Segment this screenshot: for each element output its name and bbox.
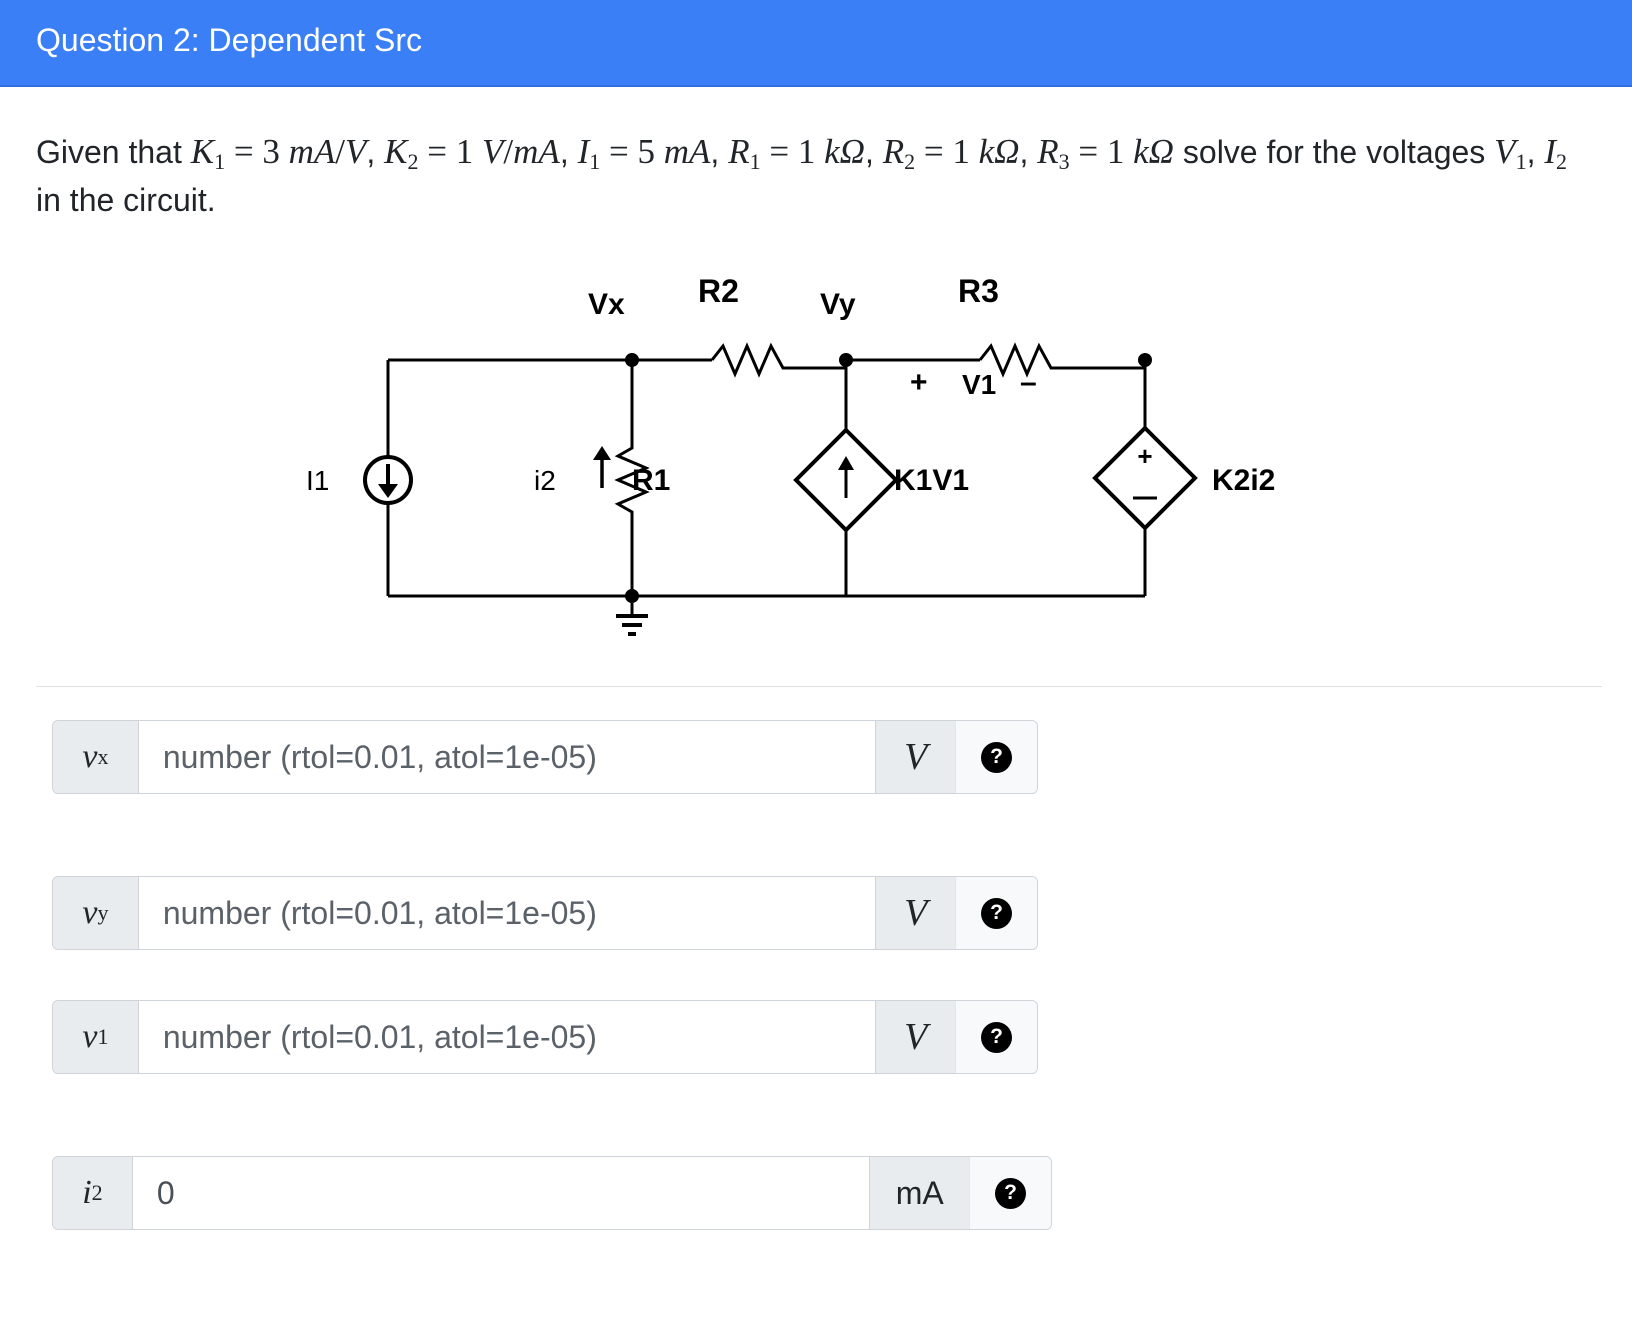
help-icon[interactable]: ? [981,1021,1013,1053]
answer-input-v1[interactable] [138,1001,876,1073]
prompt-text-voltages: the voltages [1312,134,1486,170]
prompt-text-circuit: in the circuit. [36,182,216,218]
answer-help-v1: ? [955,1001,1037,1073]
eq-v1: V1 [1494,132,1527,174]
label-r1: R1 [632,464,670,497]
answer-row-vx: vx V ? [52,720,1038,794]
dependent-current-source-icon [793,427,899,533]
circuit-wires [386,342,1147,616]
label-v1: V1 [962,369,996,400]
label-k1v1: K1V1 [894,464,969,497]
node-right-dot [1138,353,1152,367]
eq-k1: K1 = 3 mA/V [190,132,367,174]
current-arrow-icon [593,446,611,488]
label-r3: R3 [958,273,999,309]
eq-i1: I1 = 5 mA [577,132,711,174]
help-icon[interactable]: ? [995,1177,1027,1209]
answer-unit-i2: mA [869,1157,970,1229]
answer-row-v1: v1 V ? [52,1000,1038,1074]
answer-input-vx[interactable] [138,721,876,793]
label-vy: Vy [820,288,856,321]
label-i2: i2 [534,465,556,496]
answer-help-vy: ? [955,877,1037,949]
dep-src-plus: + [1137,441,1152,471]
label-v1-plus: + [910,366,928,399]
eq-r1: R1 = 1 kΩ [728,132,865,174]
section-divider [36,686,1602,687]
question-header: Question 2: Dependent Src [0,0,1632,87]
dependent-voltage-source-icon: + [1092,425,1198,531]
help-icon[interactable]: ? [981,741,1013,773]
label-k2i2: K2i2 [1212,464,1275,497]
prompt-text-solve: solve for [1182,134,1304,170]
label-v1-minus: – [1020,366,1037,399]
ground-icon [616,614,648,636]
eq-k2: K2 = 1 V/mA [384,132,560,174]
answer-help-vx: ? [955,721,1037,793]
current-source-icon [363,455,413,505]
label-r2: R2 [698,273,739,309]
label-i1: I1 [306,465,329,496]
question-title: Question 2: Dependent Src [36,22,423,58]
circuit-diagram: + Vx R2 Vy R3 + V1 – I1 i2 R1 K1V1 K2i2 [306,273,1275,636]
eq-i2: I2 [1544,132,1567,174]
node-ground-dot [625,589,639,603]
label-vx: Vx [588,288,625,321]
prompt-text-given: Given that [36,134,182,170]
help-icon[interactable]: ? [981,897,1013,929]
eq-r3: R3 = 1 kΩ [1037,132,1174,174]
answer-help-i2: ? [969,1157,1051,1229]
answer-input-vy[interactable] [138,877,876,949]
answer-input-i2[interactable] [132,1157,870,1229]
answer-row-vy: vy V ? [52,876,1038,950]
answer-unit-vy: V [875,877,956,949]
question-prompt: Given that K1 = 3 mA/V, K2 = 1 V/mA, I1 … [36,132,1567,218]
answer-unit-vx: V [875,721,956,793]
node-vx-dot [625,353,639,367]
answer-row-i2: i2 mA ? [52,1156,1052,1230]
node-vy-dot [839,353,853,367]
eq-r2: R2 = 1 kΩ [882,132,1020,174]
answer-unit-v1: V [875,1001,956,1073]
